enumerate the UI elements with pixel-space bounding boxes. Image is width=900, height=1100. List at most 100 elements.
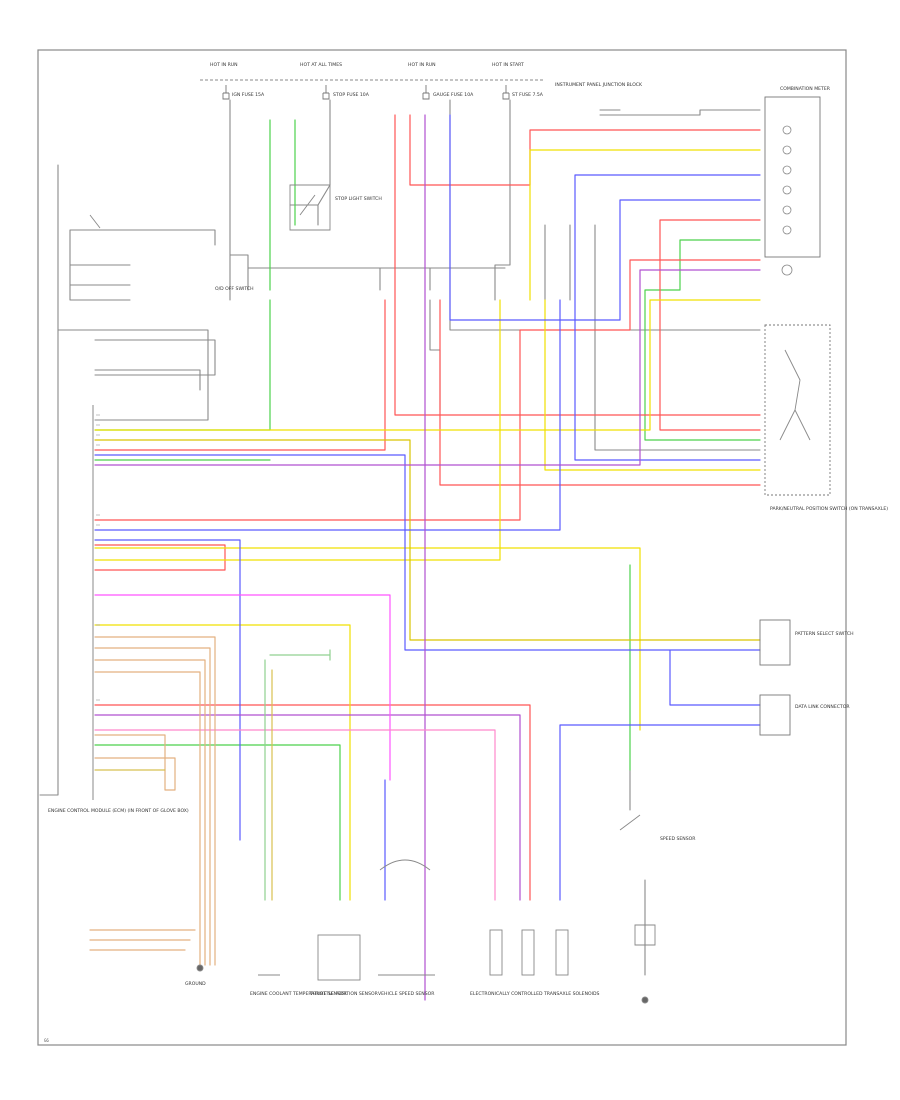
wire-gray: [629, 769, 646, 976]
right-sensors: PATTERN SELECT SWITCH DATA LINK CONNECTO…: [759, 619, 854, 736]
park-neutral-switch: PARK/NEUTRAL POSITION SWITCH (ON TRANSAX…: [764, 324, 888, 512]
wire-blue: [94, 539, 241, 841]
wire-gray: [594, 224, 761, 451]
ground-icon: [196, 964, 204, 972]
top-labels: HOT IN RUN HOT AT ALL TIMES HOT IN RUN H…: [210, 62, 643, 88]
top-label-hot-in-start: HOT IN START: [492, 62, 524, 68]
wire-gray: [57, 164, 209, 421]
vss-label: VEHICLE SPEED SENSOR: [378, 991, 435, 997]
throttle-sensor-label: THROTTLE POSITION SENSOR: [309, 991, 379, 997]
wire-yellow: [94, 439, 761, 641]
indicator-lamp-icon: [782, 225, 792, 235]
ecm-label: ENGINE CONTROL MODULE (ECM) (IN FRONT OF…: [48, 808, 189, 814]
fuse-symbol: [502, 85, 510, 100]
wire-green: [644, 239, 761, 441]
wire-violet: [94, 269, 761, 466]
wire-tan: [89, 929, 196, 951]
fuses: [222, 85, 510, 100]
wire-violet: [94, 714, 521, 901]
wire-pink: [94, 729, 496, 901]
wire-tan: [94, 734, 176, 791]
wire-gray: [544, 224, 571, 301]
pattern-select-label: PATTERN SELECT SWITCH: [795, 631, 854, 637]
wire-gray: [247, 267, 506, 291]
fuse-label-gauge: GAUGE FUSE 10A: [433, 92, 474, 98]
lamp-bulb-icon: [781, 264, 793, 276]
solenoid-icon: [555, 929, 569, 976]
data-link-label: DATA LINK CONNECTOR: [795, 704, 850, 710]
wire-green: [94, 744, 341, 901]
fuse-label-stop: STOP FUSE 10A: [333, 92, 370, 98]
throttle-sensor-box: [317, 934, 361, 981]
relay-contact-icon: [299, 194, 316, 216]
fuse-label-st: ST FUSE 7.5A: [512, 92, 544, 98]
switch-lever-icon: [89, 214, 101, 229]
wire-gray: [69, 229, 216, 301]
fuse-symbol: [322, 85, 330, 100]
wire-gray: [599, 109, 761, 116]
combination-meter-box: [764, 96, 821, 258]
wire-red: [439, 299, 761, 486]
indicator-lamp-icon: [782, 125, 792, 135]
relay-box: [289, 184, 331, 231]
top-label-hot-in-run: HOT IN RUN: [210, 62, 238, 68]
wire-red: [94, 299, 386, 451]
top-label-hot-at-all-times: HOT AT ALL TIMES: [300, 62, 342, 68]
left-switches: [89, 184, 331, 231]
pin-ticks: [96, 414, 100, 701]
wire-green: [94, 119, 271, 431]
wire-yellow: [529, 149, 761, 301]
wire-blue: [94, 454, 761, 706]
ecm: ENGINE CONTROL MODULE (ECM) (IN FRONT OF…: [48, 405, 189, 814]
wire-gray: [94, 339, 216, 391]
wire-green: [264, 649, 331, 901]
wire-yellow: [544, 299, 761, 471]
indicator-lamp-icon: [782, 145, 792, 155]
ground-label: GROUND: [185, 981, 206, 987]
solenoid-icon: [489, 929, 503, 976]
wire-blue: [559, 724, 761, 901]
data-link-box: [759, 694, 791, 736]
indicator-lamp-icon: [782, 165, 792, 175]
wire-blue: [449, 114, 761, 321]
wire-tan: [94, 647, 211, 966]
connector-box: [634, 924, 656, 946]
wire-blue: [94, 299, 561, 531]
footer-code: G6: [44, 1038, 49, 1043]
wire-tan: [94, 659, 206, 966]
pattern-select-box: [759, 619, 791, 666]
switch-contacts-icon: [779, 349, 811, 441]
top-label-hot-in-run-2: HOT IN RUN: [408, 62, 436, 68]
wire-red: [659, 219, 761, 431]
wire-red: [94, 704, 531, 901]
wire-gray: [449, 99, 761, 331]
fuse-symbol: [422, 85, 430, 100]
indicator-lamp-icon: [782, 185, 792, 195]
bottom-components: [196, 814, 656, 1004]
wires: [39, 99, 761, 1001]
speed-sensor-label: SPEED SENSOR: [660, 836, 696, 842]
top-label-junction-block: INSTRUMENT PANEL JUNCTION BLOCK: [555, 82, 643, 88]
coolant-sensor-label: ENGINE COOLANT TEMPERATURE SENSOR: [250, 991, 348, 997]
wire-tan: [94, 671, 201, 966]
wire-gray: [494, 99, 511, 301]
shift-solenoids-label: ELECTRONICALLY CONTROLLED TRANSAXLE SOLE…: [470, 991, 600, 997]
stop-light-switch-label: STOP LIGHT SWITCH: [335, 196, 382, 202]
wire-red: [394, 114, 761, 416]
wire-yellow: [94, 624, 351, 901]
ground-icon: [641, 996, 649, 1004]
wire-blue: [574, 174, 761, 461]
speed-sensor-coil: [379, 859, 431, 871]
combination-meter: COMBINATION METER: [764, 86, 831, 276]
park-neutral-switch-label: PARK/NEUTRAL POSITION SWITCH (ON TRANSAX…: [770, 506, 888, 512]
park-neutral-switch-box: [764, 324, 831, 496]
wire-pink: [94, 594, 391, 781]
fuse-labels: IGN FUSE 15A STOP FUSE 10A GAUGE FUSE 10…: [232, 92, 544, 98]
wire-gray: [429, 299, 441, 411]
wire-gray: [39, 329, 59, 796]
combination-meter-label: COMBINATION METER: [780, 86, 831, 92]
od-switch-label: O/D OFF SWITCH: [215, 286, 254, 292]
wire-red: [94, 544, 226, 571]
diagram-frame: [37, 49, 847, 1046]
